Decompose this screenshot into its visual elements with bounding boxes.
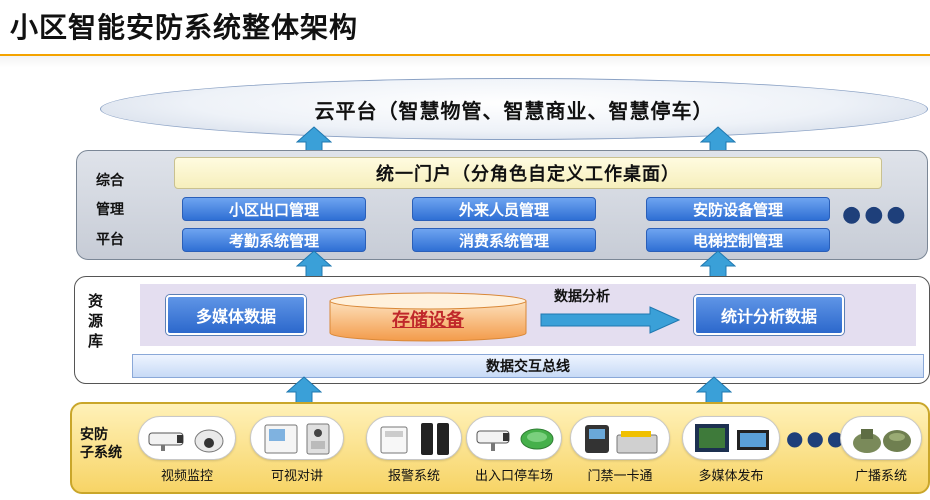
module-visitor: 外来人员管理: [412, 197, 596, 221]
module-elevator: 电梯控制管理: [646, 228, 830, 252]
device-label-alarm: 报警系统: [387, 469, 440, 484]
right-arrow-icon: [540, 306, 680, 334]
unified-portal: 统一门户（分角色自定义工作桌面）: [174, 157, 882, 189]
cloud-platform: 云平台（智慧物管、智慧商业、智慧停车）: [100, 78, 928, 140]
intercom-panel-icon: [264, 423, 330, 455]
platform-label-line-3: 平台: [96, 232, 124, 248]
security-label-line-2: 子系统: [80, 445, 122, 461]
parking-camera-icon: [476, 428, 554, 451]
device-label-broadcast: 广播系统: [854, 469, 907, 484]
more-modules-ellipsis: ●●●: [842, 202, 909, 227]
resource-label-line-3: 库: [88, 332, 104, 350]
device-label-intercom: 可视对讲: [270, 469, 323, 484]
cctv-camera-icon: [148, 429, 224, 453]
display-screen-icon: [695, 424, 769, 452]
alarm-system-device: [366, 416, 462, 460]
page-title: 小区智能安防系统整体架构: [10, 11, 359, 44]
data-bus-label: 数据交互总线: [486, 359, 570, 375]
device-label-multimedia: 多媒体发布: [698, 469, 764, 484]
storage-cylinder-icon: [329, 292, 527, 342]
parking-access-device: [466, 416, 562, 460]
multimedia-publish-device: [682, 416, 780, 460]
more-devices-ellipsis: ●●●: [786, 426, 848, 450]
broadcast-system-device: [840, 416, 922, 460]
statistics-data-box: 统计分析数据: [694, 295, 844, 335]
platform-label-line-2: 管理: [96, 202, 124, 218]
unified-portal-label: 统一门户（分角色自定义工作桌面）: [376, 164, 680, 185]
resource-label-line-1: 资: [88, 292, 104, 310]
multimedia-data-box: 多媒体数据: [166, 295, 306, 335]
storage-device-label: 存储设备: [392, 310, 464, 331]
data-interaction-bus: 数据交互总线: [132, 354, 924, 378]
title-divider: [0, 54, 930, 56]
video-surveillance-device: [138, 416, 236, 460]
video-intercom-device: [250, 416, 344, 460]
platform-label-line-1: 综合: [96, 173, 124, 189]
alarm-sensor-icon: [380, 423, 449, 455]
data-analysis-label: 数据分析: [554, 289, 610, 305]
device-label-video: 视频监控: [160, 469, 213, 484]
access-control-device: [570, 416, 670, 460]
module-security-device: 安防设备管理: [646, 197, 830, 221]
title-band: [0, 56, 930, 68]
device-label-access: 门禁一卡通: [587, 469, 653, 484]
module-consumption: 消费系统管理: [412, 228, 596, 252]
card-reader-icon: [585, 425, 658, 454]
resource-label-line-2: 源: [88, 312, 104, 330]
module-attendance: 考勤系统管理: [182, 228, 366, 252]
module-community-exit: 小区出口管理: [182, 197, 366, 221]
device-label-parking: 出入口停车场: [474, 469, 553, 484]
speaker-icon: [853, 429, 911, 453]
security-label-line-1: 安防: [80, 427, 108, 443]
cloud-platform-label: 云平台（智慧物管、智慧商业、智慧停车）: [314, 98, 714, 123]
